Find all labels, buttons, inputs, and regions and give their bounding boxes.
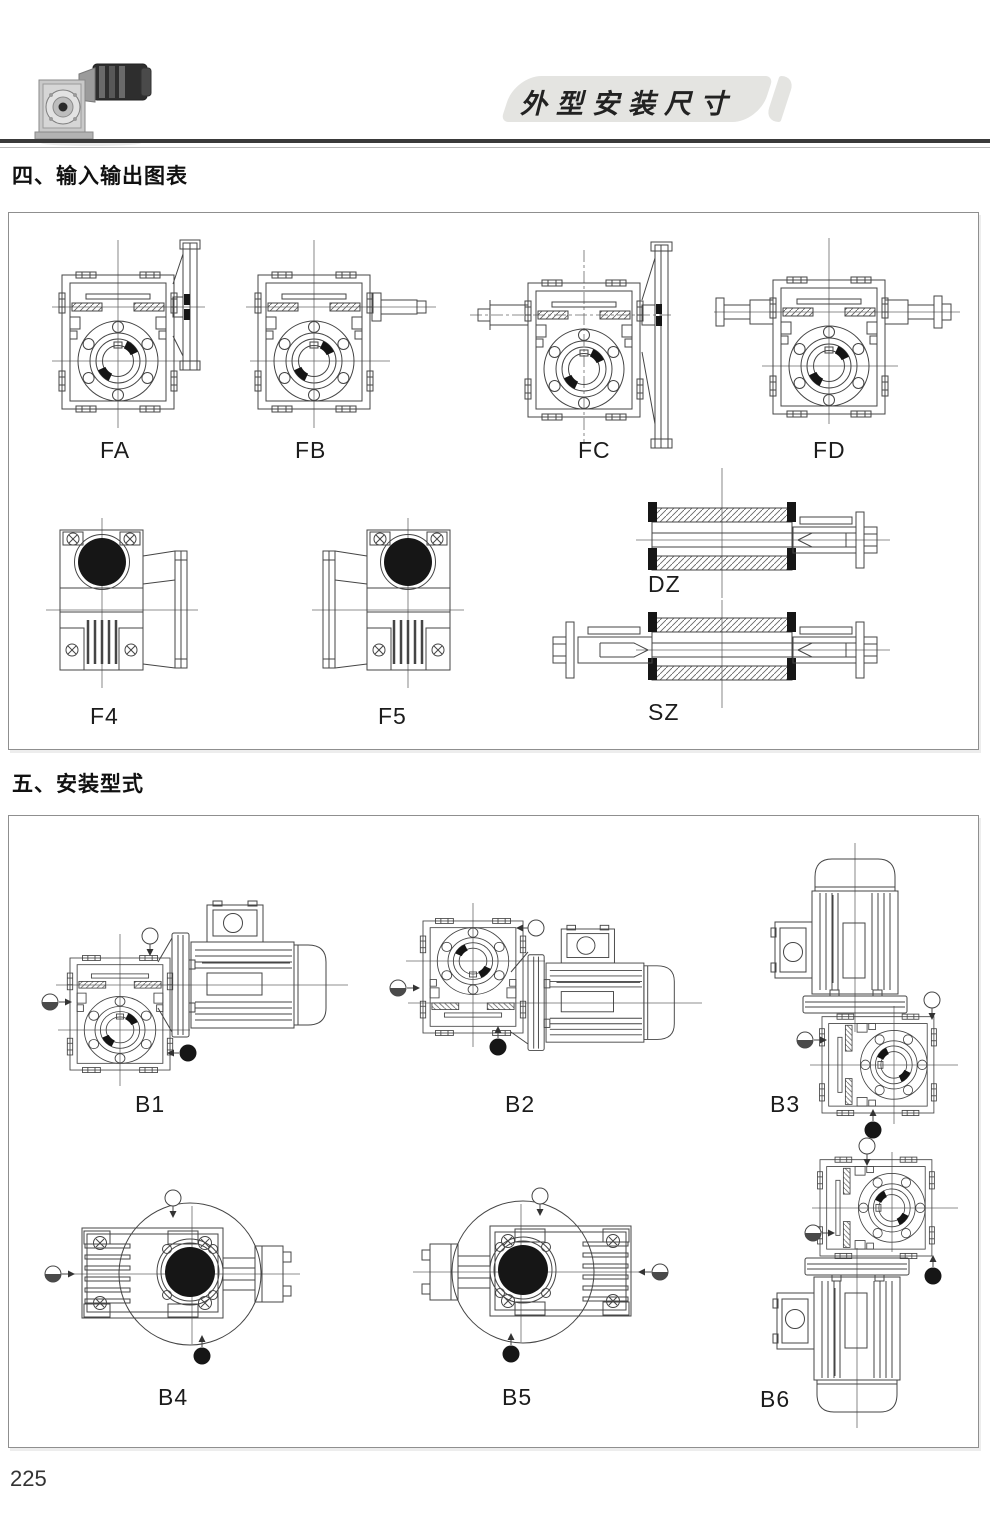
figure-f5 — [310, 516, 466, 690]
breather-plug-symbol — [141, 927, 159, 957]
figure-b5 — [413, 1188, 668, 1363]
figure-b4 — [45, 1190, 300, 1365]
figure-label-b3: B3 — [770, 1091, 801, 1117]
figure-fa — [52, 239, 205, 428]
header-rule — [0, 139, 990, 143]
figure-label-dz: DZ — [648, 571, 681, 597]
figure-fd — [714, 238, 960, 424]
figure-f4 — [44, 516, 200, 690]
figure-b6 — [772, 1137, 958, 1428]
figure-dz — [635, 468, 891, 598]
figure-label-f5: F5 — [378, 703, 407, 729]
section5-heading: 五、安装型式 — [12, 773, 144, 796]
figure-b1 — [41, 900, 348, 1086]
breather-plug-symbol — [858, 1137, 876, 1167]
figure-fb — [246, 240, 436, 428]
figure-label-sz: SZ — [648, 699, 680, 725]
section4-heading: 四、输入输出图表 — [12, 165, 188, 188]
product-photo — [34, 63, 152, 146]
oil-level-plug-symbol — [41, 993, 73, 1011]
figure-label-fc: FC — [578, 437, 611, 463]
drain-plug-symbol — [924, 1254, 942, 1285]
figure-label-b5: B5 — [502, 1384, 533, 1410]
figure-label-fd: FD — [813, 437, 846, 463]
breather-plug-symbol — [923, 991, 941, 1021]
figure-b2 — [389, 903, 702, 1056]
drain-plug-symbol — [166, 1044, 197, 1062]
figure-label-b4: B4 — [158, 1384, 189, 1410]
header-rule-light — [0, 147, 990, 148]
figure-label-f4: F4 — [90, 703, 119, 729]
page-title: 外型安装尺寸 — [520, 89, 736, 119]
figure-b3 — [770, 843, 958, 1139]
figure-label-b1: B1 — [135, 1091, 166, 1117]
io-diagram-box — [8, 212, 979, 750]
figure-label-fa: FA — [100, 437, 131, 463]
figure-label-fb: FB — [295, 437, 327, 463]
oil-level-plug-symbol — [389, 979, 421, 997]
figure-fc — [470, 241, 674, 449]
figure-label-b2: B2 — [505, 1091, 536, 1117]
page-number: 225 — [10, 1466, 47, 1491]
figure-label-b6: B6 — [760, 1386, 791, 1412]
breather-plug-symbol — [515, 919, 545, 937]
figure-sz — [552, 600, 891, 708]
